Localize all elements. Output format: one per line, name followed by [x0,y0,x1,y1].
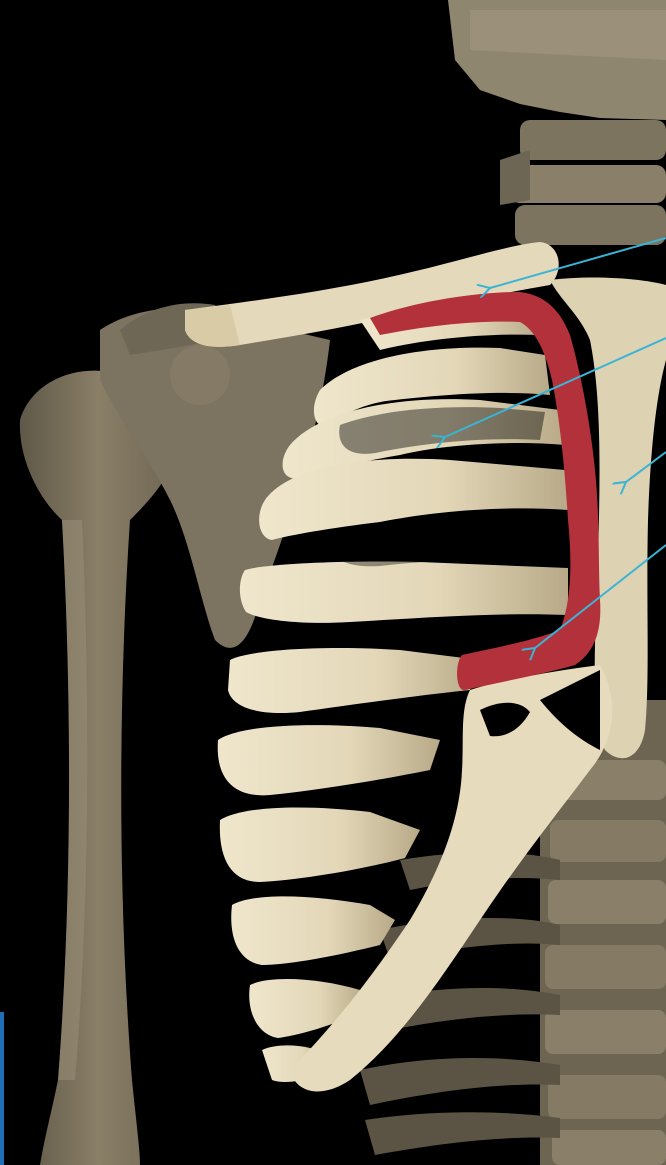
cervical-spine [500,120,666,245]
edge-accent-bar [0,1012,4,1165]
